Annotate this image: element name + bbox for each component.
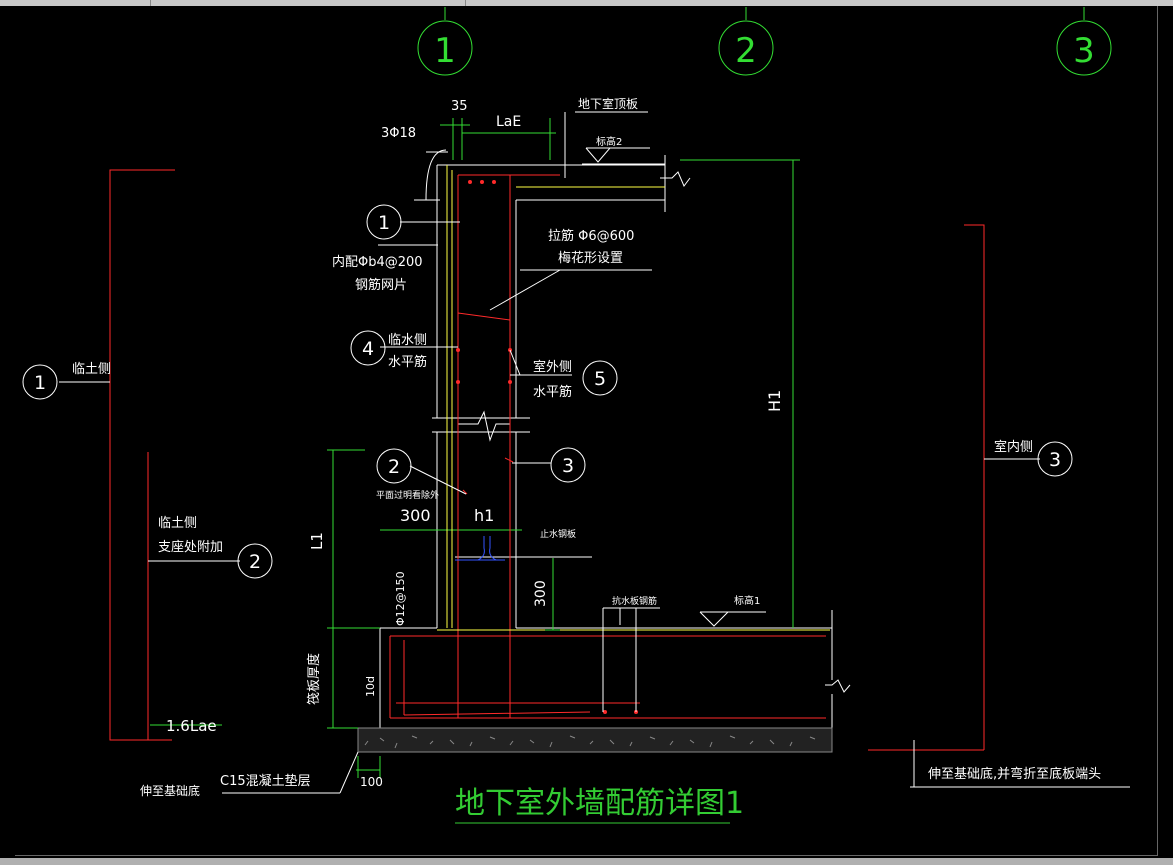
steel-mesh bbox=[437, 165, 830, 631]
callout-1-wall: 1 bbox=[378, 212, 390, 234]
rebar bbox=[389, 174, 826, 719]
tie-bar-label: 拉筋 Φ6@600 bbox=[548, 228, 634, 244]
window-top-bar bbox=[0, 0, 1173, 6]
water-side-label: 临水侧 bbox=[388, 333, 427, 348]
callout-5: 5 bbox=[594, 368, 606, 390]
soil-side-label: 临土侧 bbox=[72, 362, 111, 377]
beyond-label: 平面过明看除外 bbox=[376, 489, 439, 501]
dimensions bbox=[150, 118, 800, 778]
roof-break-mark bbox=[660, 171, 691, 187]
elev1-label: 标高1 bbox=[734, 594, 760, 607]
callout-3-wall: 3 bbox=[562, 455, 574, 477]
mesh-label-1: 内配Φb4@200 bbox=[332, 254, 423, 270]
callout-2-left: 2 bbox=[249, 551, 261, 573]
dim-L1: L1 bbox=[308, 532, 326, 550]
callouts bbox=[22, 204, 1073, 579]
roof-slab-label: 地下室顶板 bbox=[578, 96, 638, 111]
anchorage-lines bbox=[109, 169, 985, 751]
waterstop-label: 止水钢板 bbox=[540, 528, 576, 540]
soil-support-label-1: 临土侧 bbox=[158, 516, 197, 531]
indoor-side-label: 室内侧 bbox=[994, 439, 1033, 455]
leader-lines bbox=[59, 111, 1130, 794]
c15-label: C15混凝土垫层 bbox=[220, 773, 311, 789]
axis-1-label: 1 bbox=[434, 31, 456, 71]
dim-35: 35 bbox=[451, 99, 468, 114]
dim-lae: LaE bbox=[496, 114, 521, 130]
top-bar-segment bbox=[150, 0, 466, 6]
water-side-label-2: 水平筋 bbox=[388, 354, 427, 370]
axis-2-label: 2 bbox=[735, 31, 757, 71]
axis-2: 2 bbox=[718, 7, 774, 76]
outdoor-side-label-2: 水平筋 bbox=[533, 384, 572, 400]
dim-10d: 10d bbox=[364, 676, 377, 697]
dowel-label: Φ12@150 bbox=[394, 571, 407, 626]
tie-layout-label: 梅花形设置 bbox=[558, 250, 623, 266]
axis-3: 3 bbox=[1056, 7, 1112, 76]
soil-support-label-2: 支座处附加 bbox=[158, 540, 223, 555]
elev2-label: 标高2 bbox=[596, 135, 622, 148]
extend-bend-label: 伸至基础底,并弯折至底板端头 bbox=[928, 766, 1101, 782]
dim-1.6lae: 1.6Lae bbox=[166, 717, 217, 735]
mesh-label-2: 钢筋网片 bbox=[355, 277, 407, 293]
dim-h1: h1 bbox=[474, 506, 494, 525]
top-bar-segment bbox=[0, 0, 151, 6]
raft-thickness-label: 筏板厚度 bbox=[306, 653, 322, 705]
dim-300: 300 bbox=[400, 506, 431, 525]
callout-4: 4 bbox=[362, 338, 374, 360]
extend-base-label: 伸至基础底 bbox=[140, 783, 200, 798]
callout-1-left: 1 bbox=[34, 372, 46, 394]
axis-3-label: 3 bbox=[1073, 31, 1095, 71]
axis-1: 1 bbox=[417, 7, 473, 76]
callout-3-right: 3 bbox=[1049, 449, 1061, 471]
dim-100: 100 bbox=[360, 775, 383, 789]
horizontal-scrollbar[interactable] bbox=[0, 858, 1173, 865]
drawing-title: 地下室外墙配筋详图1 bbox=[455, 786, 744, 821]
elevation-markers bbox=[585, 147, 766, 627]
outdoor-side-label: 室外侧 bbox=[533, 359, 572, 375]
top-bars: 3Φ18 bbox=[381, 126, 416, 141]
callout-2-wall: 2 bbox=[388, 456, 400, 478]
raft-break-mark bbox=[825, 679, 851, 693]
raft-bars-label: 抗水板钢筋 bbox=[612, 595, 657, 607]
dim-300-vertical: 300 bbox=[533, 580, 549, 607]
dim-H1: H1 bbox=[765, 390, 784, 412]
drawing-frame bbox=[15, 6, 1158, 856]
waterstop-plate bbox=[455, 536, 505, 561]
cushion-hatch bbox=[357, 727, 833, 753]
